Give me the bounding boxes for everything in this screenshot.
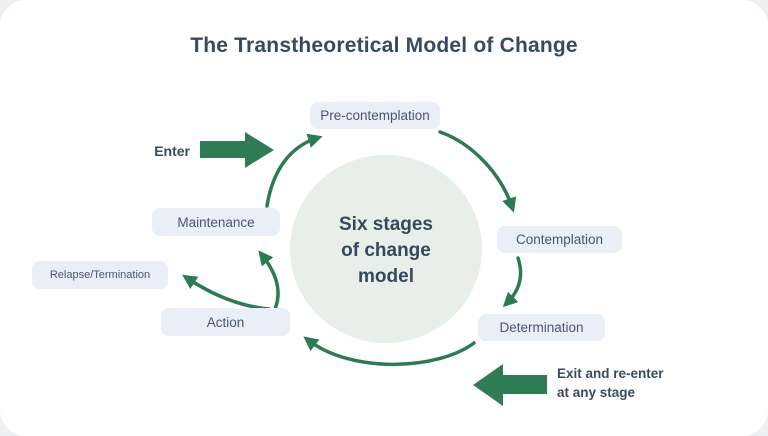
- center-line-2: of change: [341, 240, 431, 261]
- enter-label: Enter: [154, 143, 190, 159]
- exit-arrow-icon: [473, 364, 547, 406]
- stage-maintenance: Maintenance: [152, 208, 280, 236]
- stage-pre-contemplation: Pre-contemplation: [310, 102, 440, 129]
- exit-label-line2: at any stage: [557, 385, 636, 400]
- center-line-3: model: [358, 266, 414, 287]
- enter-arrow-icon: [200, 132, 274, 168]
- exit-label: Exit and re-enter at any stage: [557, 364, 697, 402]
- center-line-1: Six stages: [339, 214, 433, 235]
- center-circle: [290, 155, 482, 343]
- page-title: The Transtheoretical Model of Change: [190, 34, 578, 57]
- stage-determination: Determination: [478, 314, 605, 341]
- exit-label-line1: Exit and re-enter: [557, 366, 664, 381]
- center-circle-label: Six stages of change model: [296, 212, 476, 290]
- stage-contemplation: Contemplation: [497, 226, 622, 253]
- stage-relapse-termination: Relapse/Termination: [32, 261, 168, 289]
- arc-action-to-relapse-icon: [182, 274, 271, 311]
- arc-determination-to-action-icon: [303, 336, 476, 367]
- stage-action: Action: [161, 308, 290, 336]
- arc-contemplation-to-determination-icon: [502, 256, 523, 308]
- arc-precontemplation-to-contemplation-icon: [438, 130, 517, 213]
- arc-maintenance-to-precontemplation-icon: [265, 133, 323, 208]
- arc-action-to-maintenance-icon: [258, 250, 280, 311]
